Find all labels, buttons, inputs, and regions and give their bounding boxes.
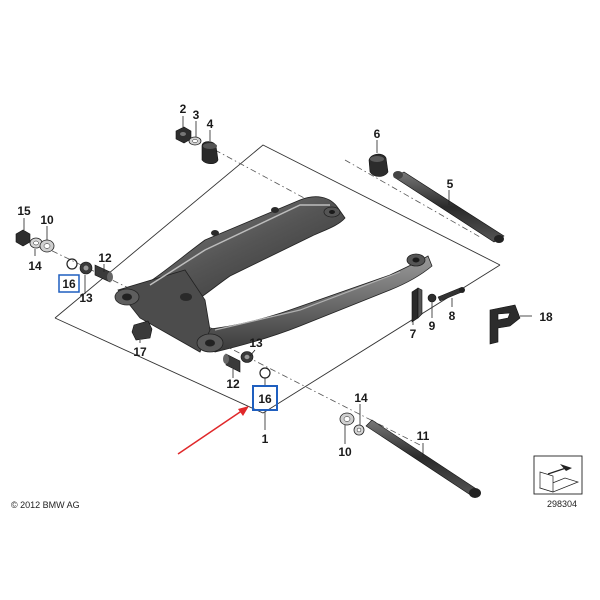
leader-lines bbox=[23, 116, 532, 457]
callout-16-left: 16 bbox=[62, 277, 76, 291]
callout-15: 15 bbox=[17, 204, 31, 218]
callout-17: 17 bbox=[133, 345, 147, 359]
part-12-sleeve-left bbox=[94, 264, 113, 283]
part-9-nut bbox=[427, 293, 437, 303]
assembly-frame bbox=[54, 144, 501, 414]
swing-arm bbox=[114, 196, 433, 353]
callout-3: 3 bbox=[193, 108, 200, 122]
part-14-washer-bottom bbox=[353, 424, 365, 436]
part-10-washer-bottom bbox=[339, 412, 355, 426]
part-11-axle bbox=[365, 419, 481, 498]
callout-5: 5 bbox=[447, 177, 454, 191]
part-16-highlight-box[interactable] bbox=[252, 385, 278, 411]
callout-12-bottom: 12 bbox=[226, 377, 240, 391]
callout-8: 8 bbox=[449, 309, 456, 323]
callout-18: 18 bbox=[539, 310, 553, 324]
callout-10-bottom: 10 bbox=[338, 445, 352, 459]
callout-14-left: 14 bbox=[28, 259, 42, 273]
callout-13-right: 13 bbox=[249, 336, 263, 350]
part-16-ring-right bbox=[259, 367, 271, 379]
part-13-ring-left bbox=[79, 261, 93, 275]
callout-14-bottom: 14 bbox=[354, 391, 368, 405]
part-16-left-highlight-box bbox=[58, 274, 80, 293]
part-13-ring-right bbox=[240, 351, 254, 363]
callout-16-highlighted[interactable]: 16 bbox=[258, 392, 272, 406]
part-3-washer bbox=[188, 136, 202, 146]
callout-2: 2 bbox=[180, 102, 187, 116]
part-8-bolt bbox=[437, 287, 465, 302]
part-16-ring-left bbox=[66, 258, 78, 270]
callout-10-left: 10 bbox=[40, 213, 54, 227]
part-4-rubber-mount bbox=[201, 141, 219, 165]
part-17-bumper bbox=[131, 320, 153, 341]
callout-4: 4 bbox=[207, 117, 214, 131]
red-pointer-arrow bbox=[177, 406, 249, 455]
part-18-bracket bbox=[489, 304, 521, 345]
part-15-nut-left bbox=[15, 229, 31, 247]
part-12-sleeve-right bbox=[223, 353, 241, 373]
callout-1: 1 bbox=[262, 432, 269, 446]
callout-7: 7 bbox=[410, 327, 417, 341]
part-10-washer-left bbox=[39, 239, 55, 253]
callout-12-top: 12 bbox=[98, 251, 112, 265]
callout-labels: 2 3 4 6 5 15 10 14 12 16 13 17 13 12 16 … bbox=[17, 102, 553, 459]
callout-9: 9 bbox=[429, 319, 436, 333]
callout-11: 11 bbox=[417, 429, 430, 443]
copyright-text: © 2012 BMW AG bbox=[11, 500, 80, 510]
part-6-bracket bbox=[368, 153, 389, 177]
callout-13-left: 13 bbox=[79, 291, 93, 305]
callout-6: 6 bbox=[374, 127, 381, 141]
part-7-bracket bbox=[411, 287, 423, 323]
document-number: 298304 bbox=[547, 499, 577, 509]
orientation-symbol-icon bbox=[533, 455, 583, 495]
part-5-axle bbox=[393, 171, 505, 243]
